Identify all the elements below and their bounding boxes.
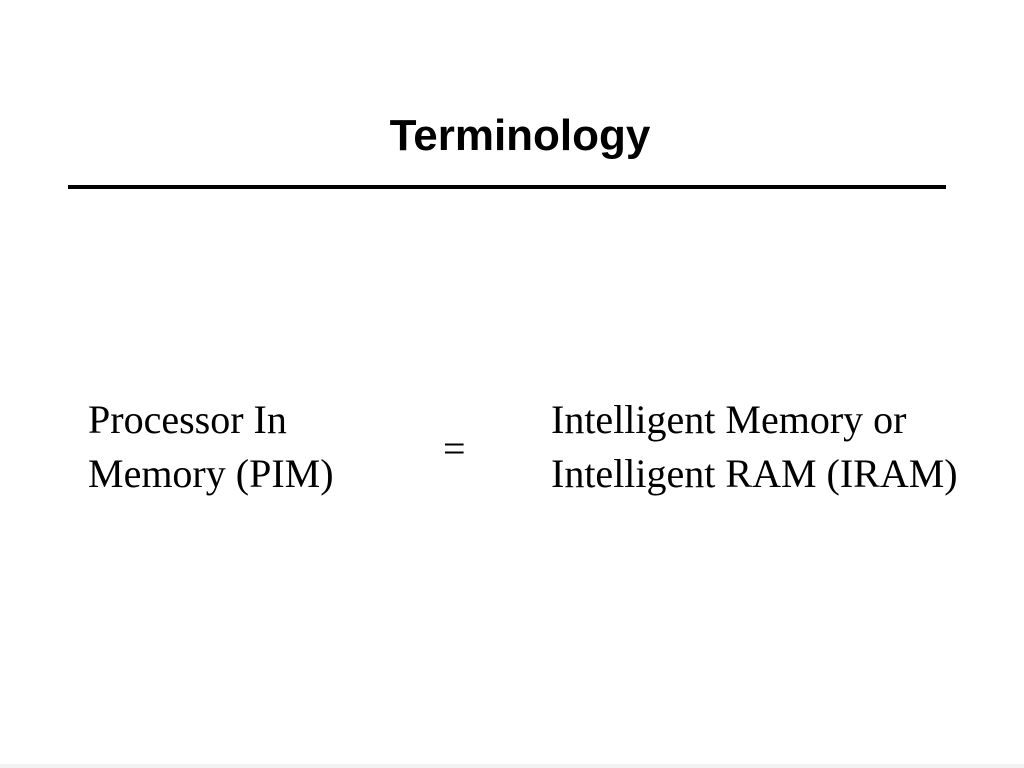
left-term: Processor In Memory (PIM)	[88, 393, 334, 501]
right-term-line-1: Intelligent Memory or	[551, 397, 907, 442]
slide-title: Terminology	[389, 111, 651, 160]
right-term: Intelligent Memory or Intelligent RAM (I…	[551, 393, 958, 501]
left-term-line-2: Memory (PIM)	[88, 451, 334, 496]
left-term-line-1: Processor In	[88, 397, 287, 442]
bottom-edge	[0, 764, 1024, 768]
equals-sign: =	[443, 426, 466, 471]
right-term-line-2: Intelligent RAM (IRAM)	[551, 451, 958, 496]
title-underline	[68, 185, 946, 189]
